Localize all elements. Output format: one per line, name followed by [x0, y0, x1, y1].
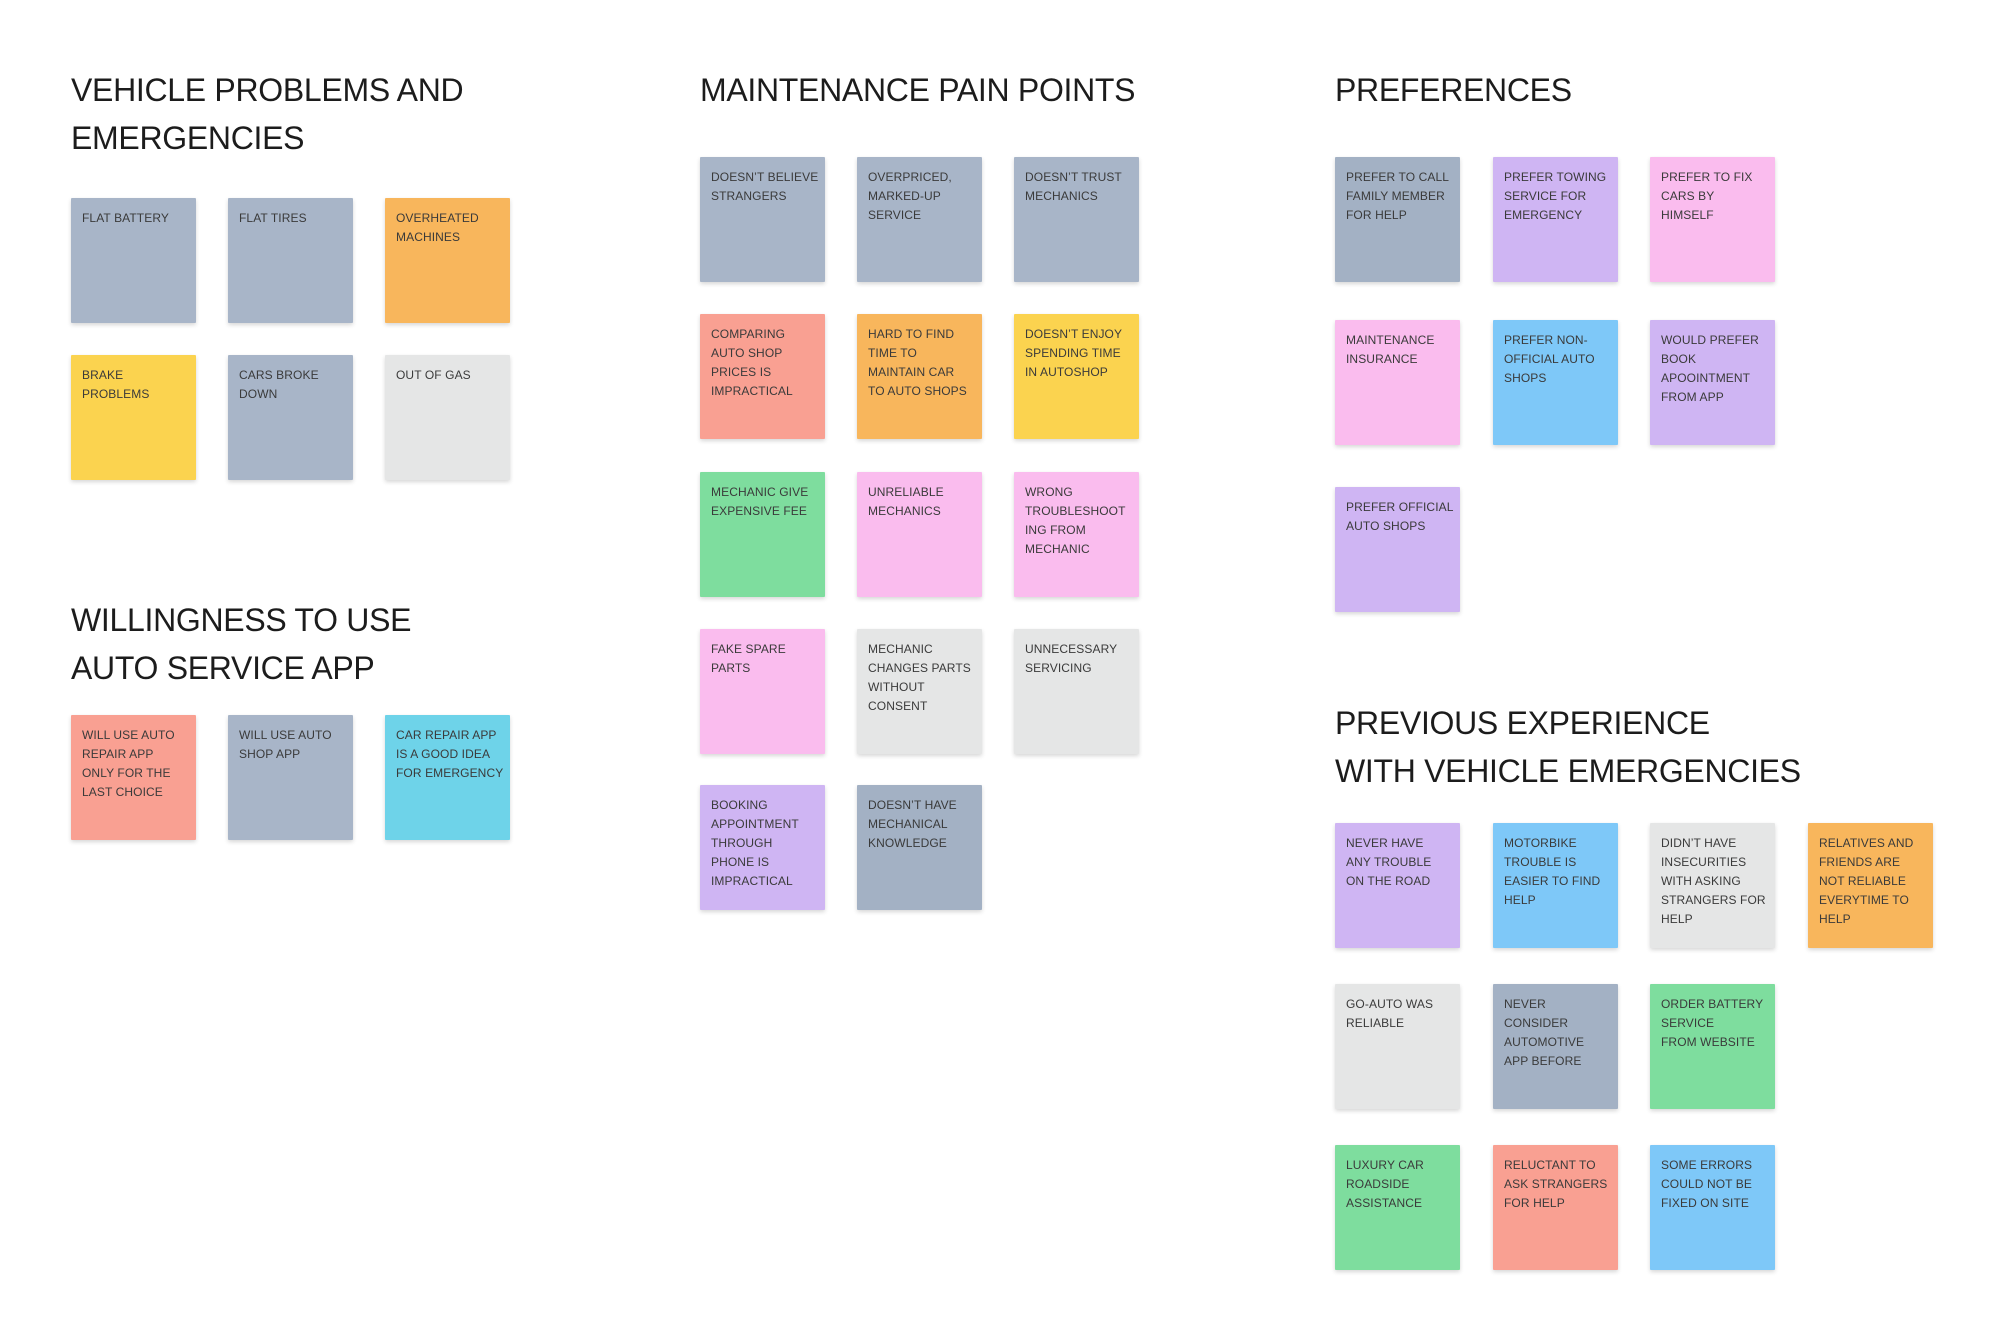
sticky-note[interactable]: ORDER BATTERY SERVICE FROM WEBSITE: [1650, 984, 1775, 1109]
sticky-note[interactable]: BRAKE PROBLEMS: [71, 355, 196, 480]
sticky-note[interactable]: OVERHEATED MACHINES: [385, 198, 510, 323]
sticky-note[interactable]: UNNECESSARY SERVICING: [1014, 629, 1139, 754]
sticky-note[interactable]: CAR REPAIR APP IS A GOOD IDEA FOR EMERGE…: [385, 715, 510, 840]
sticky-note[interactable]: LUXURY CAR ROADSIDE ASSISTANCE: [1335, 1145, 1460, 1270]
sticky-note-text: DOESN’T BELIEVE STRANGERS: [711, 170, 819, 203]
sticky-note-text: WRONG TROUBLESHOOT ING FROM MECHANIC: [1025, 485, 1126, 556]
sticky-note-text: FAKE SPARE PARTS: [711, 642, 786, 675]
sticky-note-text: HARD TO FIND TIME TO MAINTAIN CAR TO AUT…: [868, 327, 967, 398]
sticky-note-text: UNRELIABLE MECHANICS: [868, 485, 944, 518]
sticky-note[interactable]: RELUCTANT TO ASK STRANGERS FOR HELP: [1493, 1145, 1618, 1270]
sticky-note-text: NEVER HAVE ANY TROUBLE ON THE ROAD: [1346, 836, 1432, 888]
sticky-note-text: PREFER NON- OFFICIAL AUTO SHOPS: [1504, 333, 1595, 385]
sticky-note[interactable]: PREFER TO FIX CARS BY HIMSELF: [1650, 157, 1775, 282]
sticky-note-text: WILL USE AUTO SHOP APP: [239, 728, 332, 761]
section-title-willingness-to-use-app: WILLINGNESS TO USE AUTO SERVICE APP: [71, 602, 412, 686]
sticky-note-text: MECHANIC GIVE EXPENSIVE FEE: [711, 485, 809, 518]
sticky-note-text: DIDN’T HAVE INSECURITIES WITH ASKING STR…: [1661, 836, 1766, 926]
sticky-note-text: WOULD PREFER BOOK APOOINTMENT FROM APP: [1661, 333, 1759, 404]
sticky-note[interactable]: DOESN’T HAVE MECHANICAL KNOWLEDGE: [857, 785, 982, 910]
sticky-note[interactable]: MECHANIC CHANGES PARTS WITHOUT CONSENT: [857, 629, 982, 754]
sticky-note[interactable]: PREFER TOWING SERVICE FOR EMERGENCY: [1493, 157, 1618, 282]
sticky-note-text: COMPARING AUTO SHOP PRICES IS IMPRACTICA…: [711, 327, 793, 398]
sticky-note-text: CARS BROKE DOWN: [239, 368, 319, 401]
sticky-note[interactable]: DOESN’T TRUST MECHANICS: [1014, 157, 1139, 282]
sticky-note[interactable]: CARS BROKE DOWN: [228, 355, 353, 480]
sticky-note[interactable]: MAINTENANCE INSURANCE: [1335, 320, 1460, 445]
sticky-note-text: MECHANIC CHANGES PARTS WITHOUT CONSENT: [868, 642, 971, 713]
section-title-previous-experience: PREVIOUS EXPERIENCE WITH VEHICLE EMERGEN…: [1335, 705, 1801, 789]
sticky-note[interactable]: PREFER NON- OFFICIAL AUTO SHOPS: [1493, 320, 1618, 445]
section-title-vehicle-problems: VEHICLE PROBLEMS AND EMERGENCIES: [71, 72, 464, 156]
sticky-note-text: OVERPRICED, MARKED-UP SERVICE: [868, 170, 952, 222]
sticky-note[interactable]: UNRELIABLE MECHANICS: [857, 472, 982, 597]
sticky-note[interactable]: DOESN’T ENJOY SPENDING TIME IN AUTOSHOP: [1014, 314, 1139, 439]
section-title-preferences: PREFERENCES: [1335, 72, 1572, 108]
sticky-note-text: CAR REPAIR APP IS A GOOD IDEA FOR EMERGE…: [396, 728, 504, 780]
sticky-note[interactable]: SOME ERRORS COULD NOT BE FIXED ON SITE: [1650, 1145, 1775, 1270]
sticky-note-text: ORDER BATTERY SERVICE FROM WEBSITE: [1661, 997, 1764, 1049]
sticky-note-text: GO-AUTO WAS RELIABLE: [1346, 997, 1434, 1030]
sticky-note-text: MOTORBIKE TROUBLE IS EASIER TO FIND HELP: [1504, 836, 1601, 907]
sticky-note[interactable]: OUT OF GAS: [385, 355, 510, 480]
sticky-note[interactable]: DOESN’T BELIEVE STRANGERS: [700, 157, 825, 282]
sticky-note[interactable]: WRONG TROUBLESHOOT ING FROM MECHANIC: [1014, 472, 1139, 597]
sticky-note[interactable]: GO-AUTO WAS RELIABLE: [1335, 984, 1460, 1109]
sticky-note[interactable]: FLAT BATTERY: [71, 198, 196, 323]
sticky-note[interactable]: HARD TO FIND TIME TO MAINTAIN CAR TO AUT…: [857, 314, 982, 439]
sticky-note[interactable]: RELATIVES AND FRIENDS ARE NOT RELIABLE E…: [1808, 823, 1933, 948]
sticky-note-text: DOESN’T HAVE MECHANICAL KNOWLEDGE: [868, 798, 957, 850]
sticky-note-text: OUT OF GAS: [396, 368, 471, 382]
section-title-maintenance-pain-points: MAINTENANCE PAIN POINTS: [700, 72, 1136, 108]
sticky-note[interactable]: WILL USE AUTO REPAIR APP ONLY FOR THE LA…: [71, 715, 196, 840]
sticky-note-text: PREFER TO FIX CARS BY HIMSELF: [1661, 170, 1753, 222]
sticky-note-text: PREFER OFFICIAL AUTO SHOPS: [1346, 500, 1454, 533]
sticky-note-text: RELATIVES AND FRIENDS ARE NOT RELIABLE E…: [1819, 836, 1914, 926]
sticky-note-text: MAINTENANCE INSURANCE: [1346, 333, 1435, 366]
sticky-note[interactable]: OVERPRICED, MARKED-UP SERVICE: [857, 157, 982, 282]
sticky-note-text: SOME ERRORS COULD NOT BE FIXED ON SITE: [1661, 1158, 1753, 1210]
sticky-note[interactable]: WILL USE AUTO SHOP APP: [228, 715, 353, 840]
sticky-note[interactable]: COMPARING AUTO SHOP PRICES IS IMPRACTICA…: [700, 314, 825, 439]
sticky-note[interactable]: DIDN’T HAVE INSECURITIES WITH ASKING STR…: [1650, 823, 1775, 948]
sticky-note[interactable]: NEVER CONSIDER AUTOMOTIVE APP BEFORE: [1493, 984, 1618, 1109]
sticky-note-text: PREFER TOWING SERVICE FOR EMERGENCY: [1504, 170, 1607, 222]
sticky-note-text: OVERHEATED MACHINES: [396, 211, 479, 244]
sticky-note[interactable]: MECHANIC GIVE EXPENSIVE FEE: [700, 472, 825, 597]
sticky-note[interactable]: MOTORBIKE TROUBLE IS EASIER TO FIND HELP: [1493, 823, 1618, 948]
sticky-note-text: NEVER CONSIDER AUTOMOTIVE APP BEFORE: [1504, 997, 1585, 1068]
sticky-note-text: RELUCTANT TO ASK STRANGERS FOR HELP: [1504, 1158, 1608, 1210]
sticky-note-text: FLAT BATTERY: [82, 211, 169, 225]
sticky-note[interactable]: NEVER HAVE ANY TROUBLE ON THE ROAD: [1335, 823, 1460, 948]
sticky-note[interactable]: WOULD PREFER BOOK APOOINTMENT FROM APP: [1650, 320, 1775, 445]
sticky-note-text: DOESN’T TRUST MECHANICS: [1025, 170, 1122, 203]
sticky-note-text: BOOKING APPOINTMENT THROUGH PHONE IS IMP…: [711, 798, 799, 888]
sticky-note-text: UNNECESSARY SERVICING: [1025, 642, 1118, 675]
sticky-note-text: LUXURY CAR ROADSIDE ASSISTANCE: [1346, 1158, 1424, 1210]
sticky-note-text: BRAKE PROBLEMS: [82, 368, 150, 401]
sticky-note[interactable]: PREFER TO CALL FAMILY MEMBER FOR HELP: [1335, 157, 1460, 282]
sticky-note-text: FLAT TIRES: [239, 211, 307, 225]
sticky-note[interactable]: PREFER OFFICIAL AUTO SHOPS: [1335, 487, 1460, 612]
sticky-note[interactable]: BOOKING APPOINTMENT THROUGH PHONE IS IMP…: [700, 785, 825, 910]
sticky-note[interactable]: FAKE SPARE PARTS: [700, 629, 825, 754]
sticky-note[interactable]: FLAT TIRES: [228, 198, 353, 323]
sticky-note-text: DOESN’T ENJOY SPENDING TIME IN AUTOSHOP: [1025, 327, 1123, 379]
sticky-note-text: WILL USE AUTO REPAIR APP ONLY FOR THE LA…: [82, 728, 175, 799]
sticky-note-text: PREFER TO CALL FAMILY MEMBER FOR HELP: [1346, 170, 1449, 222]
